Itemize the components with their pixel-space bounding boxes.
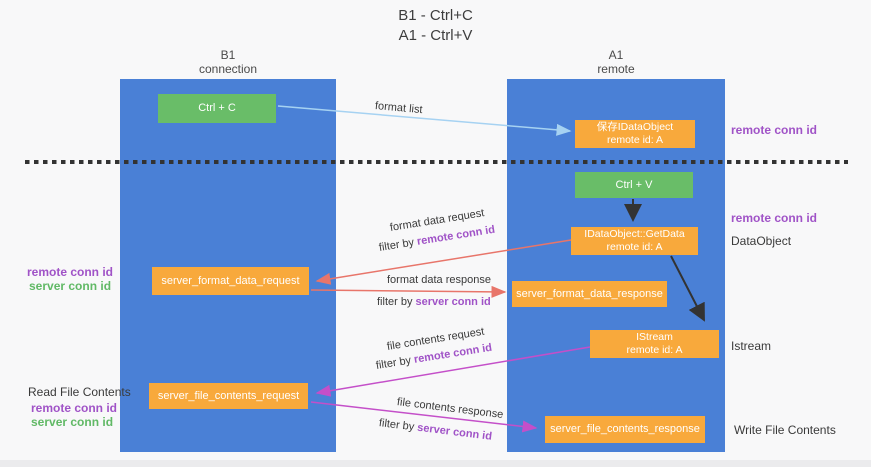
getdata-line1: IDataObject::GetData xyxy=(584,228,685,240)
save-idataobject-box: 保存IDataObject remote id: A xyxy=(575,120,695,148)
save-idataobject-line1: 保存IDataObject xyxy=(596,121,674,133)
title-line-2: A1 - Ctrl+V xyxy=(398,27,473,44)
write-file-contents-annotation: Write File Contents xyxy=(734,423,836,437)
left-server-conn-id: server conn id xyxy=(29,279,112,293)
format-list-label: format list xyxy=(374,100,424,117)
lane-header-b1: B1 connection xyxy=(120,48,336,76)
server-format-data-request-box: server_format_data_request xyxy=(152,267,309,295)
lane-b1-subtitle: connection xyxy=(198,62,258,76)
lane-a1-title: A1 xyxy=(608,48,624,62)
ctrl-c-box: Ctrl + C xyxy=(158,94,276,123)
server-file-contents-request-box: server_file_contents_request xyxy=(149,383,308,409)
server-file-contents-response-label: server_file_contents_response xyxy=(550,423,700,435)
dataobject-annotation: DataObject xyxy=(731,234,792,248)
filter-by-text: filter by xyxy=(378,236,415,254)
diagram-title: B1 - Ctrl+C A1 - Ctrl+V xyxy=(0,6,871,46)
ctrl-c-label: Ctrl + C xyxy=(198,102,236,114)
getdata-line2: remote id: A xyxy=(606,241,663,253)
server-format-data-response-label: server_format_data_response xyxy=(516,287,663,300)
lane-a1-subtitle: remote xyxy=(597,62,635,76)
server-conn-id-text: server conn id xyxy=(415,296,491,308)
ctrl-v-box: Ctrl + V xyxy=(575,172,693,198)
idataobject-getdata-box: IDataObject::GetData remote id: A xyxy=(571,227,698,255)
istream-box: IStream remote id: A xyxy=(590,330,719,358)
filter-by-server-conn-id-label-2: filter by server conn id xyxy=(378,417,492,443)
istream-line2: remote id: A xyxy=(626,344,683,356)
right-remote-conn-id-mid: remote conn id xyxy=(731,211,818,225)
file-contents-response-label: file contents response xyxy=(396,396,504,421)
filter-by-text: filter by xyxy=(375,354,412,372)
format-data-response-label: format data response xyxy=(387,274,491,286)
server-format-data-request-label: server_format_data_request xyxy=(161,274,300,287)
lane-b1-title: B1 xyxy=(220,48,236,62)
server-file-contents-response-box: server_file_contents_response xyxy=(545,416,705,443)
filter-by-server-conn-id-label-1: filter by server conn id xyxy=(377,296,491,308)
right-remote-conn-id-top: remote conn id xyxy=(731,123,818,137)
left-bottom-remote-conn-id: remote conn id xyxy=(31,401,118,415)
bottom-edge-strip xyxy=(0,460,871,467)
server-conn-id-text: server conn id xyxy=(416,421,493,443)
left-bottom-server-conn-id: server conn id xyxy=(31,415,114,429)
ctrl-v-label: Ctrl + V xyxy=(615,178,653,191)
left-remote-conn-id: remote conn id xyxy=(27,265,114,279)
save-idataobject-line2: remote id: A xyxy=(606,134,664,146)
server-format-data-response-box: server_format_data_response xyxy=(512,281,667,307)
format-data-response-arrow xyxy=(310,285,507,298)
title-line-1: B1 - Ctrl+C xyxy=(398,7,473,24)
istream-line1: IStream xyxy=(636,331,673,343)
read-file-contents-annotation: Read File Contents xyxy=(28,385,131,399)
istream-annotation: Istream xyxy=(731,339,772,353)
lane-header-a1: A1 remote xyxy=(507,48,725,76)
filter-by-text: filter by xyxy=(377,296,413,308)
filter-by-text: filter by xyxy=(378,417,415,434)
server-file-contents-request-label: server_file_contents_request xyxy=(157,389,300,402)
